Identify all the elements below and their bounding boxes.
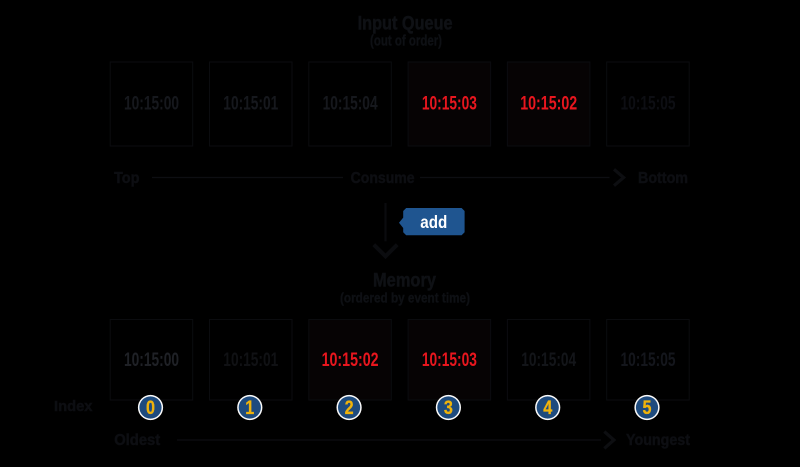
svg-text:10:15:01: 10:15:01 [223,350,278,371]
svg-text:Input Queue: Input Queue [358,12,453,34]
svg-text:(out of order): (out of order) [370,33,442,50]
svg-text:(ordered by event time): (ordered by event time) [340,289,470,305]
svg-text:add: add [420,212,447,232]
svg-text:0: 0 [146,398,155,419]
svg-text:Youngest: Youngest [626,432,691,449]
svg-text:10:15:05: 10:15:05 [621,94,676,115]
svg-text:4: 4 [543,398,552,419]
svg-text:10:15:01: 10:15:01 [223,94,278,115]
svg-text:10:15:02: 10:15:02 [520,94,577,115]
svg-text:10:15:04: 10:15:04 [323,94,378,115]
svg-text:2: 2 [345,398,354,419]
svg-text:Consume: Consume [351,170,415,187]
svg-text:10:15:00: 10:15:00 [124,94,179,115]
svg-text:10:15:00: 10:15:00 [124,350,179,371]
svg-text:10:15:02: 10:15:02 [322,350,379,371]
svg-text:10:15:03: 10:15:03 [422,350,477,371]
svg-text:Bottom: Bottom [638,170,688,187]
svg-text:1: 1 [245,398,254,419]
svg-text:3: 3 [444,398,453,419]
svg-text:Oldest: Oldest [114,432,161,449]
svg-text:Memory: Memory [373,270,436,291]
svg-text:5: 5 [643,398,652,419]
svg-text:10:15:04: 10:15:04 [521,350,576,371]
svg-text:Top: Top [114,170,140,187]
svg-text:Index: Index [54,398,93,415]
svg-text:10:15:05: 10:15:05 [621,350,676,371]
svg-text:10:15:03: 10:15:03 [422,94,477,115]
